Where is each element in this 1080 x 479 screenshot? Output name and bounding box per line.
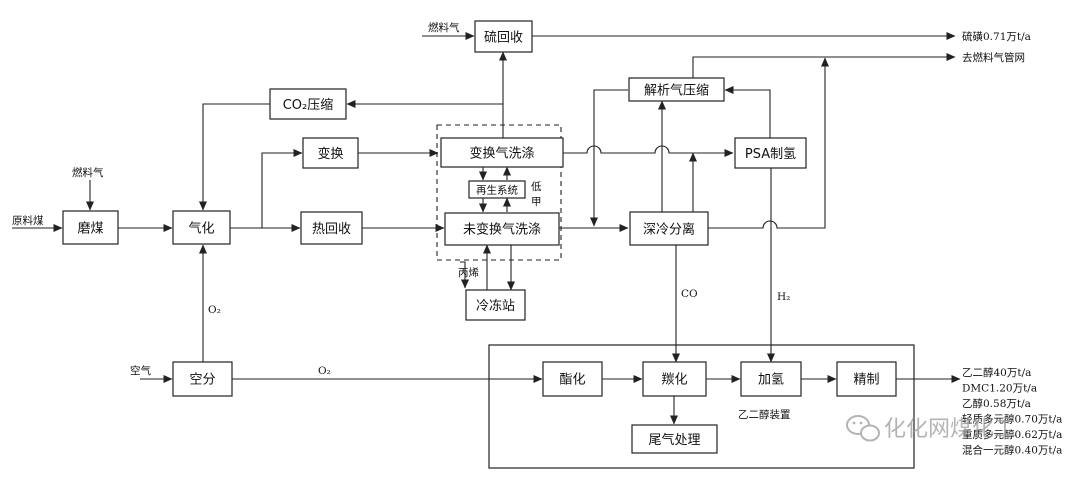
low-methanol-label-1: 低 xyxy=(531,180,542,193)
unit-sulfur-recovery: 硫回收 xyxy=(474,20,533,53)
fuel-gas-top-label: 燃料气 xyxy=(428,21,460,34)
unit-refrigeration-label: 冷冻站 xyxy=(476,298,515,314)
unit-gasify: 气化 xyxy=(172,210,231,245)
eg-unit-label: 乙二醇装置 xyxy=(738,408,791,421)
unit-co2-compression-label: CO₂压缩 xyxy=(283,97,334,113)
unit-shift-gas-wash-label: 变换气洗涤 xyxy=(469,146,534,162)
unit-tail-gas-label: 尾气处理 xyxy=(648,432,700,448)
product-output-label: 重质多元醇0.62万t/a xyxy=(962,428,1062,441)
unit-shift: 变换 xyxy=(302,137,359,169)
unit-air-separation: 空分 xyxy=(172,361,233,397)
unit-carbonylation: 羰化 xyxy=(642,361,707,397)
product-output-label: 乙二醇40万t/a xyxy=(962,366,1031,379)
unit-regeneration-label: 再生系统 xyxy=(476,184,518,197)
watermark-text: 化化网煤化工 xyxy=(884,417,1016,442)
h2-label: H₂ xyxy=(777,291,790,303)
unit-shift-label: 变换 xyxy=(317,146,343,162)
air-label: 空气 xyxy=(130,364,151,377)
unit-refrigeration: 冷冻站 xyxy=(465,289,526,321)
fuel-network-output-label: 去燃料气管网 xyxy=(962,51,1025,64)
unit-shift-gas-wash: 变换气洗涤 xyxy=(440,137,564,168)
unit-gasify-label: 气化 xyxy=(188,221,214,237)
fuel-gas-left-label: 燃料气 xyxy=(72,166,104,179)
desorb-return-flow xyxy=(590,89,628,227)
unit-air-separation-label: 空分 xyxy=(189,373,215,388)
unit-co2-compression: CO₂压缩 xyxy=(269,88,347,120)
product-output-label: 轻质多元醇0.70万t/a xyxy=(962,413,1062,426)
unit-hydrogenation-label: 加氢 xyxy=(758,373,784,388)
unit-unshift-gas-wash: 未变换气洗涤 xyxy=(444,212,560,246)
unit-carbonylation-label: 羰化 xyxy=(661,373,687,388)
psa-to-desorb-flow xyxy=(724,86,771,138)
unit-tail-gas: 尾气处理 xyxy=(631,424,718,454)
unit-cryogenic-separation-label: 深冷分离 xyxy=(643,222,695,238)
o2-vertical-label: O₂ xyxy=(208,304,221,316)
unit-regeneration: 再生系统 xyxy=(468,180,526,199)
sulfur-output-label: 硫磺0.71万t/a xyxy=(962,30,1031,43)
co2-to-gasify-flow xyxy=(199,103,270,211)
unit-refining: 精制 xyxy=(836,361,897,397)
desorb-to-fuel-network-flow xyxy=(692,53,956,78)
product-output-label: 混合一元醇0.40万t/a xyxy=(962,444,1062,457)
unit-heat-recovery: 热回收 xyxy=(300,211,363,245)
watermark: 化化网煤化工 xyxy=(846,415,1016,442)
gasify-to-shift-flow xyxy=(261,149,303,228)
propylene-flow xyxy=(460,261,469,289)
unit-cryogenic-separation: 深冷分离 xyxy=(629,211,709,246)
unit-unshift-gas-wash-label: 未变换气洗涤 xyxy=(463,222,541,238)
unit-psa: PSA制氢 xyxy=(734,137,807,169)
unit-desorption-compression-label: 解析气压缩 xyxy=(644,83,709,99)
unit-esterification-label: 酯化 xyxy=(559,373,585,388)
unit-hydrogenation: 加氢 xyxy=(740,361,802,397)
unit-psa-label: PSA制氢 xyxy=(745,147,796,162)
shift-wash-to-psa-flow xyxy=(563,145,734,157)
o2-horizontal-label: O₂ xyxy=(318,365,331,377)
wechat-icon xyxy=(846,415,880,442)
wash-to-co2-flow xyxy=(346,100,504,138)
unit-heat-recovery-label: 热回收 xyxy=(312,222,351,237)
unit-refining-label: 精制 xyxy=(853,373,879,388)
unit-desorption-compression: 解析气压缩 xyxy=(628,77,725,102)
eg-unit-boundary xyxy=(488,344,915,469)
raw-coal-label: 原料煤 xyxy=(12,214,44,227)
low-temp-methanol-boundary xyxy=(436,124,562,261)
unit-mill: 磨煤 xyxy=(62,210,119,245)
unit-sulfur-recovery-label: 硫回收 xyxy=(484,31,523,46)
unit-mill-label: 磨煤 xyxy=(77,222,103,237)
propylene-label: 丙烯 xyxy=(458,266,479,279)
product-output-label: DMC1.20万t/a xyxy=(962,383,1037,395)
product-output-label: 乙醇0.58万t/a xyxy=(962,397,1031,410)
co-label: CO xyxy=(681,288,698,300)
unit-esterification: 酯化 xyxy=(542,361,603,397)
low-methanol-label-2: 甲 xyxy=(531,196,542,208)
